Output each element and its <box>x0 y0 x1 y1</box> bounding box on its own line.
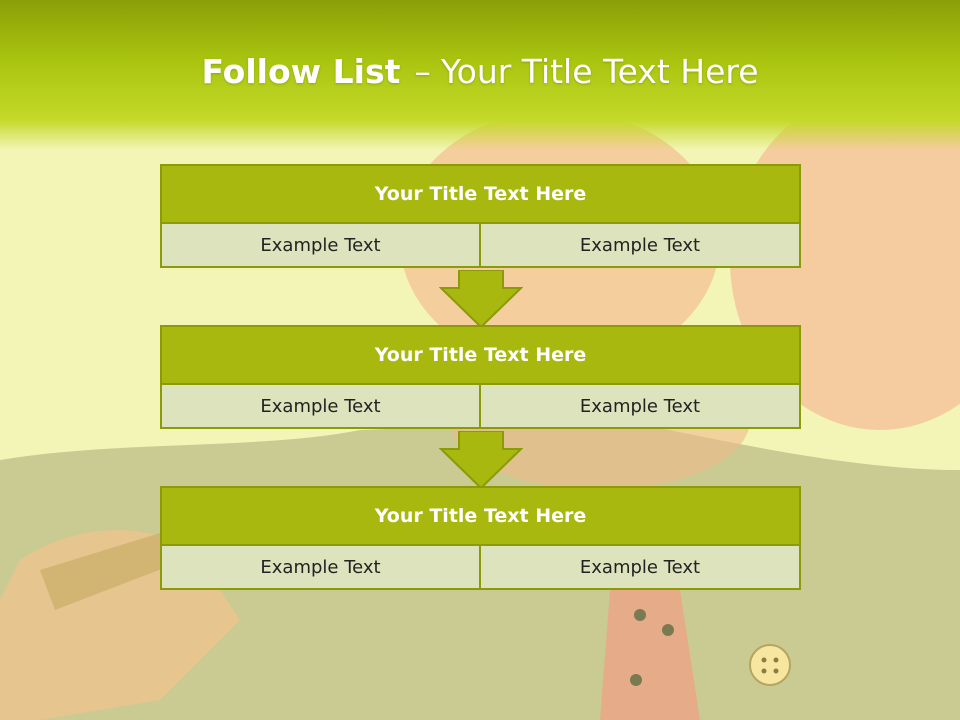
block-heading: Your Title Text Here <box>160 164 801 224</box>
block-cell-right: Example Text <box>479 544 801 590</box>
title-separator: – <box>414 52 431 91</box>
block-cell-right: Example Text <box>479 383 801 429</box>
title-bar <box>0 0 960 150</box>
block-cell-left: Example Text <box>160 383 481 429</box>
title-bold: Follow List <box>201 52 401 91</box>
down-arrow-icon <box>439 270 523 328</box>
block-heading: Your Title Text Here <box>160 325 801 385</box>
block-cell-left: Example Text <box>160 222 481 268</box>
down-arrow-icon <box>439 431 523 489</box>
block-cell-left: Example Text <box>160 544 481 590</box>
block-cell-right: Example Text <box>479 222 801 268</box>
title-rest: Your Title Text Here <box>440 52 759 91</box>
block-heading: Your Title Text Here <box>160 486 801 546</box>
slide-title: Follow List–Your Title Text Here <box>0 52 960 91</box>
